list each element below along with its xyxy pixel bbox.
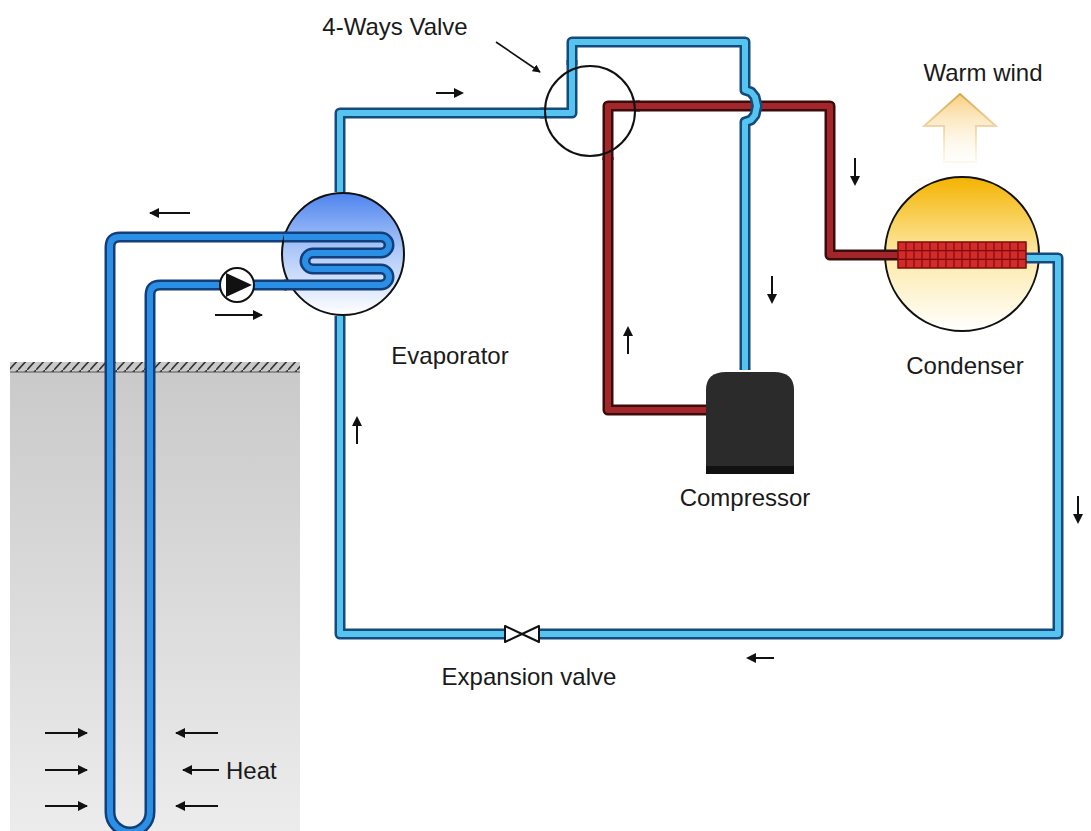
pipe-fill: [636, 106, 884, 255]
pipe-outline: [608, 157, 706, 410]
flow-arrowhead: [767, 294, 777, 304]
heat-arrow: [176, 805, 218, 807]
heat-label: Heat: [226, 757, 277, 785]
pipe-outline: [340, 113, 544, 192]
flow-arrowhead: [623, 326, 633, 336]
node-label: Evaporator: [391, 342, 508, 370]
expansion-valve: Expansion valve: [504, 625, 540, 643]
flow-arrow: [150, 212, 190, 214]
pipe-fill: [572, 42, 757, 370]
refrigerant-pipe: [572, 42, 777, 370]
heat-arrow: [45, 732, 87, 734]
flow-arrowhead: [1073, 514, 1083, 524]
pump-symbol: [220, 268, 254, 302]
flow-arrow: [356, 424, 358, 444]
node-label: Condenser: [906, 352, 1023, 380]
leader-line: [496, 42, 540, 72]
valve-circle: 4-Ways Valve: [544, 65, 636, 157]
condenser-circle-shape: [884, 176, 1040, 332]
pipe-outline: [572, 42, 757, 370]
ground-loop-pipe: [110, 237, 287, 831]
heat-arrow: [176, 732, 218, 734]
flow-arrow: [854, 158, 856, 178]
flow-arrow: [215, 314, 262, 316]
flow-arrow: [436, 92, 456, 94]
evaporator-circle-shape: [281, 192, 405, 316]
flow-arrowhead: [850, 176, 860, 186]
refrigerant-pipe: [636, 106, 884, 255]
flow-arrow: [1077, 496, 1079, 516]
compressor-unit: Compressor: [706, 370, 794, 474]
valve-circle-shape: [544, 65, 636, 157]
pipe-fill: [608, 157, 706, 410]
compressor-unit-shape: [706, 370, 794, 474]
heat-arrow: [45, 805, 87, 807]
heat-arrow: [183, 769, 219, 771]
node-label: Expansion valve: [442, 663, 617, 691]
condenser-circle: Condenser: [884, 176, 1040, 332]
expansion-valve-shape: [504, 625, 540, 643]
flow-arrowhead: [746, 653, 756, 663]
ground-loop-outline: [110, 237, 287, 831]
flow-arrowhead: [352, 416, 362, 426]
refrigerant-pipe: [608, 157, 706, 410]
flow-arrowhead: [454, 88, 464, 98]
flow-arrow: [627, 334, 629, 354]
flow-arrow: [754, 657, 774, 659]
node-label: Compressor: [680, 484, 811, 512]
heat-arrow: [45, 769, 87, 771]
pump-triangle: [226, 273, 252, 297]
warm-wind-arrow: [924, 94, 996, 162]
flow-arrow: [771, 276, 773, 296]
pipe-outline: [636, 106, 884, 255]
refrigerant-pipe: [340, 88, 544, 192]
node-label: 4-Ways Valve: [322, 13, 467, 41]
pipe-fill: [340, 113, 544, 192]
wind-label: Warm wind: [923, 59, 1042, 87]
evaporator-circle: Evaporator: [281, 192, 405, 316]
